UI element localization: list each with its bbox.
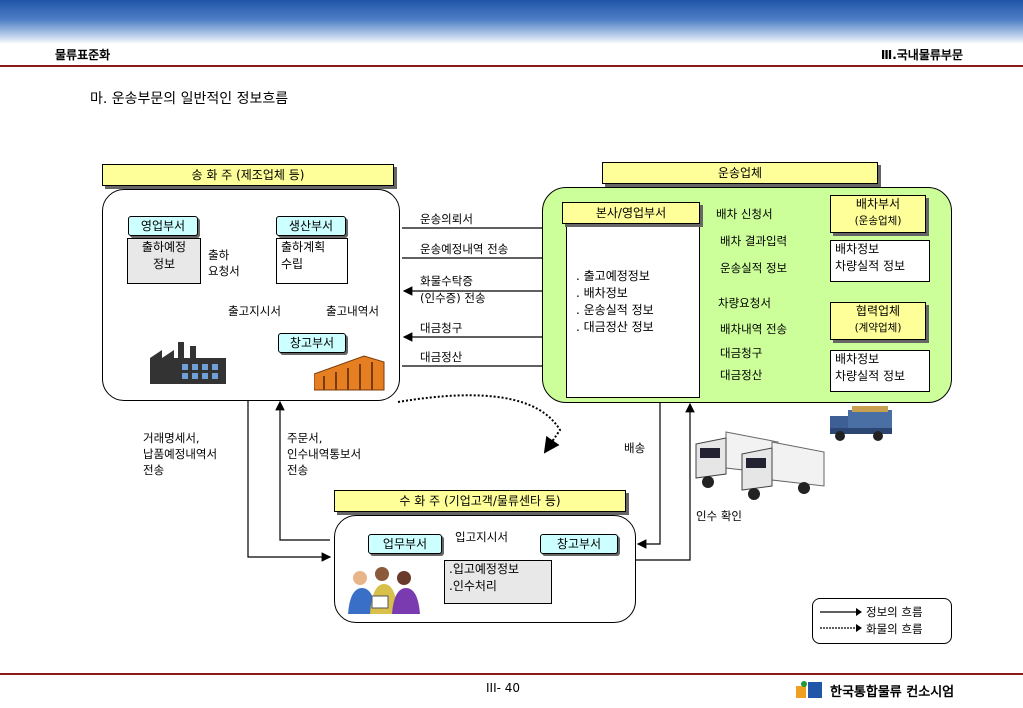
- legend-info-flow: 정보의 흐름: [866, 605, 923, 619]
- warehouse-building-icon: [314, 355, 385, 391]
- small-truck-icon: [830, 406, 892, 441]
- delivery-trucks-icon: [695, 431, 825, 500]
- outbound-detail-label: 출고내역서: [326, 304, 379, 318]
- carrier-settlement-label: 대금정산: [720, 368, 763, 382]
- footer-divider: [0, 673, 1023, 675]
- legend-lines: [820, 608, 862, 632]
- outbound-instr-label: 출고지시서: [228, 304, 281, 318]
- partner-company: 협력업체 (계약업체): [830, 302, 926, 340]
- sales-dept: 영업부서: [128, 216, 198, 236]
- people-icon: [348, 567, 420, 614]
- work-dept: 업무부서: [368, 534, 442, 554]
- shipper-title: 송 화 주 (제조업체 등): [102, 164, 394, 186]
- dispatch-request-label: 배차 신청서: [716, 207, 773, 221]
- carrier-hq: 본사/영업부서: [562, 202, 700, 224]
- page-number: III- 40: [486, 681, 521, 695]
- legend-box: [812, 598, 952, 644]
- factory-icon: [150, 342, 226, 384]
- header-left-title: 물류표준화: [55, 48, 111, 62]
- header-right-title: Ⅲ.국내물류부문: [880, 48, 963, 62]
- transport-request-label: 운송의뢰서: [420, 212, 473, 226]
- cargo-receipt-label: 화물수탁증(인수증) 전송: [420, 274, 486, 305]
- production-dept: 생산부서: [276, 216, 346, 236]
- transport-plan-label: 운송예정내역 전송: [420, 242, 509, 256]
- consignee-warehouse: 창고부서: [540, 534, 618, 554]
- shipper-warehouse: 창고부서: [278, 333, 346, 353]
- consortium-name: 한국통합물류 컨소시엄: [830, 685, 955, 700]
- vehicle-request-label: 차량요청서: [718, 296, 771, 310]
- carrier-title: 운송업체: [602, 162, 878, 184]
- consortium-logo-icon: [796, 681, 822, 698]
- carrier-billing-label: 대금청구: [720, 346, 763, 360]
- carrier-info-list: . 출고예정정보 . 배차정보 . 운송실적 정보 . 대금정산 정보: [576, 269, 654, 334]
- receipt-confirm-label: 인수 확인: [696, 509, 742, 523]
- legend-goods-flow: 화물의 흐름: [866, 622, 923, 636]
- transport-perf-label: 운송실적 정보: [720, 261, 788, 275]
- billing-label: 대금청구: [420, 321, 463, 335]
- consignee-title: 수 화 주 (기업고객/물류센타 등): [334, 490, 626, 512]
- dispatch-detail-label: 배차내역 전송: [720, 322, 788, 336]
- consignee-info-box: .입고예정정보.인수처리: [444, 560, 552, 604]
- dispatch-result-label: 배차 결과입력: [720, 234, 788, 248]
- section-title: 마. 운송부문의 일반적인 정보흐름: [90, 91, 289, 107]
- header-gradient-bar: [0, 0, 1023, 44]
- inbound-instr-label: 입고지시서: [455, 530, 508, 544]
- carrier-info-box: [566, 204, 700, 398]
- dispatch-dept: 배차부서 (운송업체): [830, 195, 926, 233]
- delivery-label: 배송: [624, 441, 646, 455]
- settlement-label: 대금정산: [420, 350, 463, 364]
- header-divider: [0, 65, 1023, 67]
